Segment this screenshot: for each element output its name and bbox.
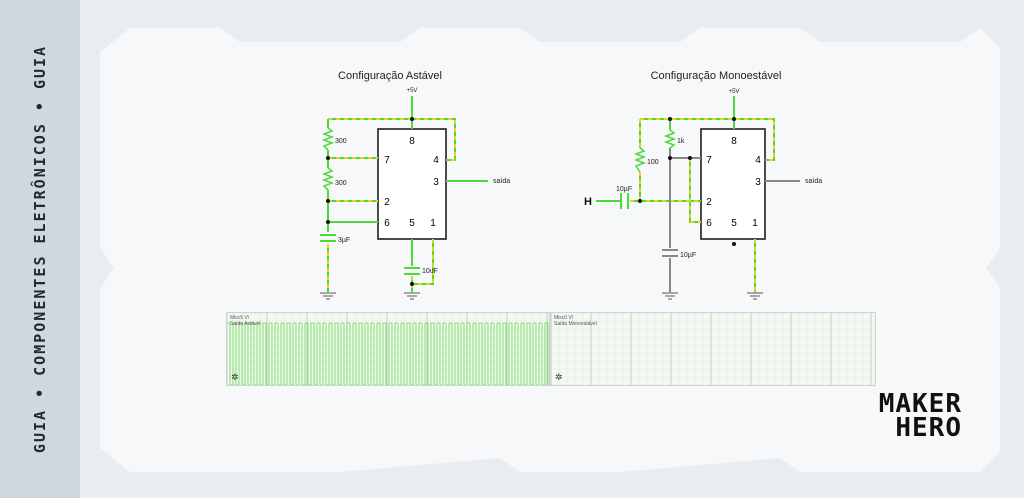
scope-mono-line1: Misc0 V\ <box>554 315 574 321</box>
mono-cap-in-label: 10µF <box>616 186 632 193</box>
astable-pin-1: 1 <box>430 218 436 229</box>
mono-ic-555 <box>700 128 766 240</box>
astable-ground-2 <box>404 292 420 300</box>
astable-capacitor <box>320 234 336 242</box>
astable-resistor-r2 <box>321 167 335 191</box>
mono-input-capacitor <box>620 193 629 209</box>
scope-mono[interactable]: Misc0 V\ Saída Monoestável ✲ <box>550 312 876 386</box>
mono-r1-label: 1k <box>677 138 685 145</box>
mono-ground-1 <box>662 292 678 300</box>
astable-title: Configuração Astável <box>338 70 442 82</box>
astable-pin-7: 7 <box>384 155 390 166</box>
mono-input-label: H <box>584 196 592 208</box>
astable-cap2-label: 10uF <box>422 268 438 275</box>
scope-mono-label: Misc0 V\ Saída Monoestável <box>554 315 597 327</box>
mono-pin-3: 3 <box>755 177 761 188</box>
astable-pin-2: 2 <box>384 197 390 208</box>
scope-astable-trace <box>227 313 549 385</box>
astable-ground-1 <box>320 292 336 300</box>
mono-junctions <box>638 117 736 246</box>
mono-pin-1: 1 <box>752 218 758 229</box>
astable-cap-label: 3µF <box>338 237 350 244</box>
astable-pin-6: 6 <box>384 218 390 229</box>
mono-resistor-1k <box>663 129 677 149</box>
mono-r2-label: 100 <box>647 159 659 166</box>
mono-supply-label: +5V <box>729 89 740 95</box>
scope-astable-line1: Misc5 V\ <box>230 315 250 321</box>
mono-pin-7: 7 <box>706 155 712 166</box>
astable-supply-label: +5V <box>407 88 418 94</box>
astable-pin-8: 8 <box>409 136 415 147</box>
scope-mono-trace <box>551 313 875 385</box>
logo-line-1: MAKER <box>878 389 962 419</box>
scope-astable-gear-icon[interactable]: ✲ <box>231 372 239 382</box>
mono-pin-5: 5 <box>731 218 737 229</box>
logo-line-2: HERO <box>895 413 962 443</box>
astable-r2-label: 300 <box>335 180 347 187</box>
astable-output-label: saída <box>493 178 510 185</box>
mono-wires <box>596 96 800 292</box>
scope-astable-label: Misc5 V\ Saída Astável <box>230 315 261 327</box>
astable-ic-555 <box>377 128 447 240</box>
astable-resistor-r1 <box>321 127 335 151</box>
scope-astable-line2: Saída Astável <box>230 321 261 327</box>
mono-timing-capacitor <box>662 249 678 257</box>
maker-hero-logo: MAKER HERO <box>832 389 962 443</box>
mono-pin-2: 2 <box>706 197 712 208</box>
scope-astable[interactable]: Misc5 V\ Saída Astável ✲ <box>226 312 550 386</box>
astable-pin-3: 3 <box>433 177 439 188</box>
mono-title: Configuração Monoestável <box>651 70 782 82</box>
mono-output-label: saída <box>805 178 822 185</box>
sidebar: GUIA • COMPONENTES ELETRÔNICOS • GUIA <box>0 0 80 498</box>
astable-pin-4: 4 <box>433 155 439 166</box>
mono-resistor-100 <box>633 147 647 173</box>
astable-capacitor-2 <box>404 267 420 275</box>
mono-pin-8: 8 <box>731 136 737 147</box>
astable-pin-5: 5 <box>409 218 415 229</box>
mono-pin-4: 4 <box>755 155 761 166</box>
mono-ground-2 <box>747 292 763 300</box>
scope-mono-gear-icon[interactable]: ✲ <box>555 372 563 382</box>
mono-pin-6: 6 <box>706 218 712 229</box>
astable-junctions <box>326 117 414 286</box>
astable-r1-label: 300 <box>335 138 347 145</box>
mono-cap-label: 10µF <box>680 252 696 259</box>
scope-mono-line2: Saída Monoestável <box>554 321 597 327</box>
